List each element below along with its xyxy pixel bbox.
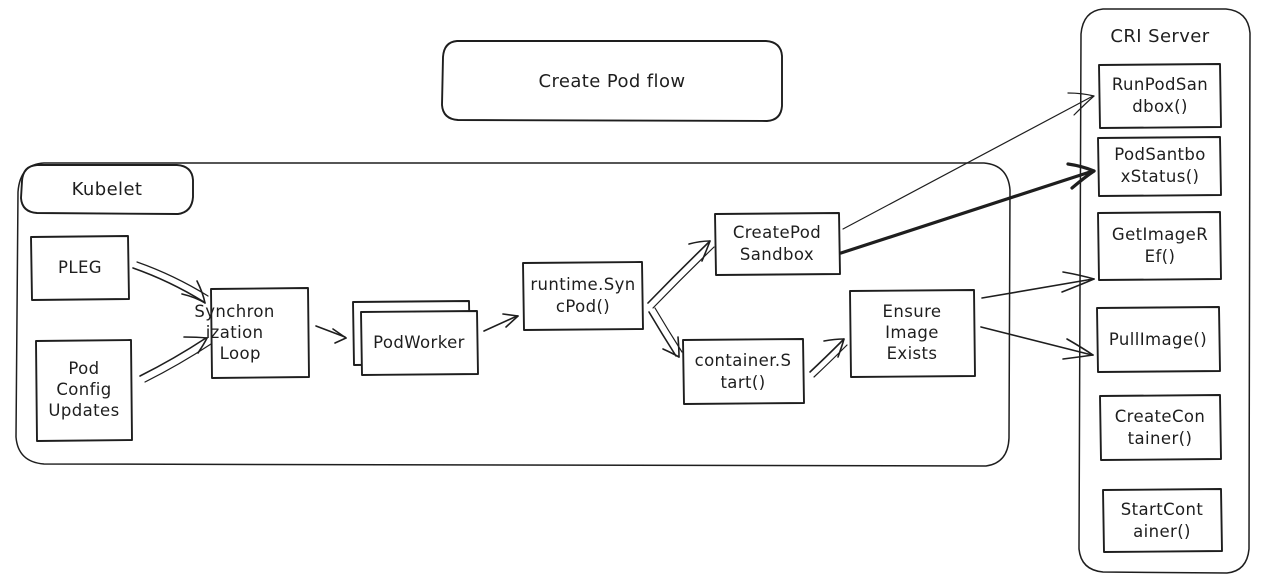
node-synchronization-loop-shape (210, 287, 310, 379)
node-pod-worker-label: PodWorker (373, 333, 465, 352)
group-kubelet-title-shape (20, 164, 194, 215)
node-pleg-label: PLEG (58, 258, 102, 277)
node-pull-image[interactable]: PullImage() (1096, 306, 1221, 373)
node-ensure-image-exists-shape (849, 289, 976, 378)
node-pod-config-updates-shape (35, 339, 133, 442)
edge-pod-config-to-sync-loop (139, 336, 212, 383)
edge-runtime-syncpod-to-create-pod-sandbox (647, 240, 715, 309)
edge-sync-loop-to-pod-worker (315, 325, 347, 344)
node-synchronization-loop-label: Synchron ization Loop (194, 302, 325, 363)
node-pleg[interactable]: PLEG (30, 235, 130, 301)
title-card: Create Pod flow (441, 40, 783, 122)
edge-pod-worker-to-runtime-syncpod (483, 313, 519, 332)
node-pod-sandbox-status-shape (1097, 136, 1222, 197)
node-create-pod-sandbox-shape (714, 212, 841, 276)
edge-create-pod-sandbox-to-run-pod-sandbox (842, 92, 1095, 230)
edge-ensure-image-exists-to-get-image-ref (981, 271, 1095, 299)
node-create-container-shape (1099, 394, 1222, 461)
edge-pleg-to-sync-loop (132, 261, 209, 304)
group-kubelet-label: Kubelet (72, 179, 143, 200)
node-get-image-ref-shape (1097, 211, 1222, 281)
node-run-pod-sandbox-shape (1098, 63, 1222, 129)
edge-container-start-to-ensure-image-exists (809, 338, 848, 378)
node-synchronization-loop[interactable]: Synchron ization Loop (194, 287, 325, 379)
node-pod-worker-shape-front (360, 310, 479, 376)
node-pull-image-label: PullImage() (1109, 330, 1207, 349)
node-start-container-shape (1102, 488, 1223, 553)
node-pod-worker[interactable]: PodWorker (352, 300, 479, 376)
title-card-shape (441, 40, 783, 122)
node-pleg-shape (30, 235, 130, 301)
edge-ensure-image-exists-to-pull-image (980, 326, 1094, 360)
node-container-start-shape (682, 338, 805, 405)
edge-runtime-syncpod-to-container-start (648, 307, 683, 358)
title-card-label: Create Pod flow (539, 71, 686, 92)
node-runtime-syncpod-shape (522, 261, 644, 331)
edge-create-pod-sandbox-to-pod-sandbox-status (839, 162, 1096, 255)
group-cri-server-label: CRI Server (1110, 26, 1209, 47)
node-pull-image-shape (1096, 306, 1221, 373)
